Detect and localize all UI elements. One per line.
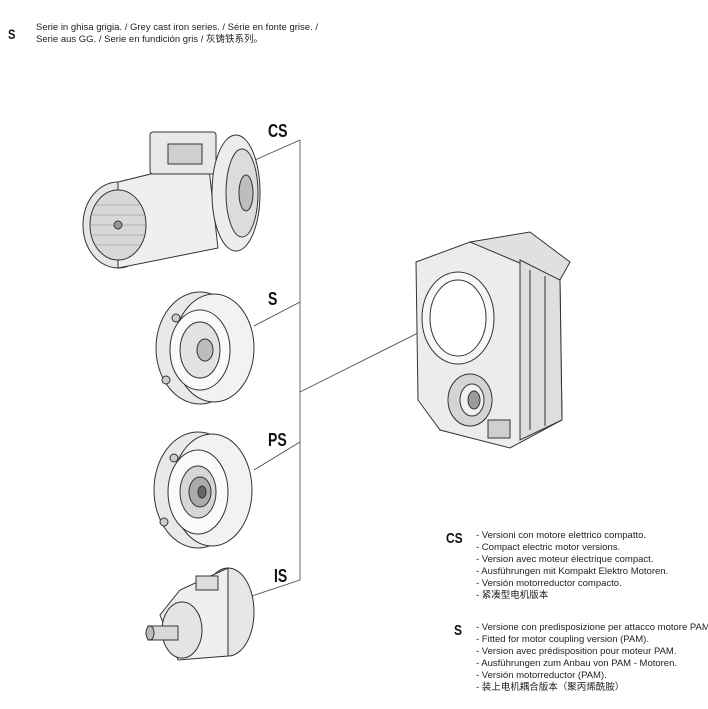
legend-s-line-5: - Versión motorreductor (PAM). [476, 670, 607, 681]
variant-code-cs: CS [268, 121, 288, 141]
legend-s-line-6: - 装上电机耦合版本（聚丙烯酰胺） [476, 682, 625, 693]
input-shaft-drawing [145, 567, 255, 661]
legend-s-line-1: - Versione con predisposizione per attac… [476, 622, 708, 633]
legend-s-line-3: - Version avec prédisposition pour moteu… [476, 646, 677, 657]
connector-s [253, 301, 301, 327]
legend-cs-line-6: - 紧凑型电机版本 [476, 590, 549, 601]
series-description-line-2: Serie aus GG. / Serie en fundición gris … [36, 34, 264, 45]
connector-lines [245, 139, 441, 597]
legend-cs-code: CS [446, 530, 463, 547]
legend-cs-line-5: - Versión motorreductor compacto. [476, 578, 622, 589]
series-letter: S [8, 26, 16, 42]
legend-cs-line-2: - Compact electric motor versions. [476, 542, 621, 553]
legend-s-line-2: - Fitted for motor coupling version (PAM… [476, 634, 649, 645]
shaft-mounted-gearbox-drawing [415, 231, 571, 449]
legend-cs-lines: - Versioni con motore elettrico compatto… [476, 530, 708, 602]
variant-code-is: IS [274, 566, 288, 586]
series-description-line-1: Serie in ghisa grigia. / Grey cast iron … [36, 22, 318, 33]
series-description: Serie in ghisa grigia. / Grey cast iron … [36, 22, 318, 46]
connector-ps [253, 441, 301, 471]
legend-cs-line-3: - Version avec moteur électrique compact… [476, 554, 654, 565]
legend-s-line-4: - Ausführungen zum Anbau von PAM - Motor… [476, 658, 678, 669]
legend-cs-line-1: - Versioni con motore elettrico compatto… [476, 530, 647, 541]
connector-is [251, 579, 301, 597]
variant-code-ps: PS [268, 430, 287, 450]
legend-cs-line-4: - Ausführungen mit Kompakt Elektro Motor… [476, 566, 669, 577]
pam-flange-coupling-drawing [153, 431, 253, 549]
legend-s-code: S [454, 622, 463, 639]
pam-flange-drawing [155, 291, 255, 405]
compact-motor-drawing [82, 131, 261, 269]
variant-code-s: S [268, 289, 278, 309]
legend-s-lines: - Versione con predisposizione per attac… [476, 622, 708, 694]
